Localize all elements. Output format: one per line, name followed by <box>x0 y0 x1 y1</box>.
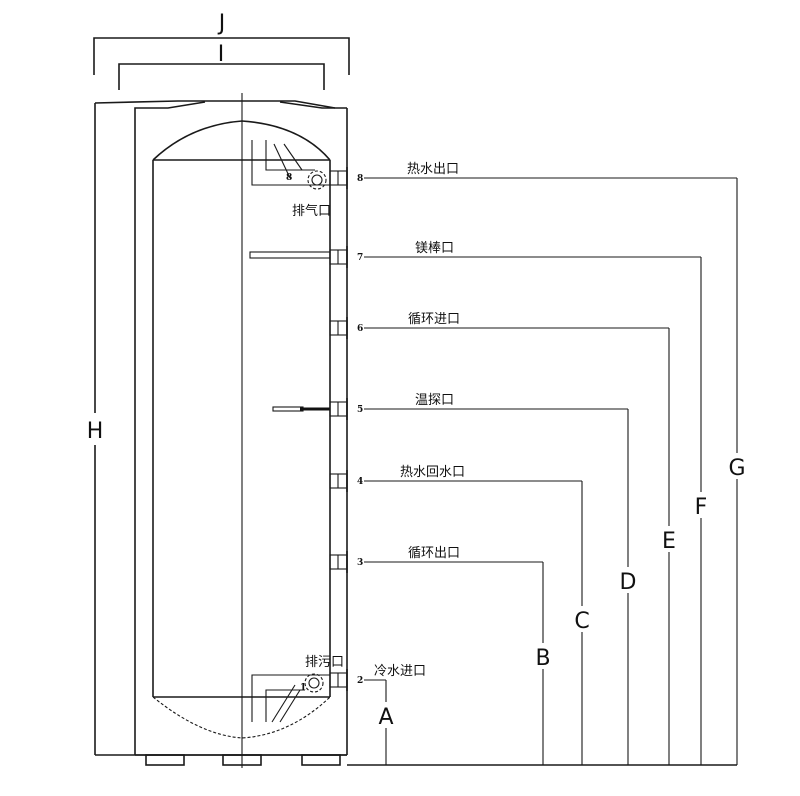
port-label-4: 热水回水口 <box>400 465 465 480</box>
nozzle-4 <box>329 470 348 492</box>
dimension-label-b: B <box>535 646 550 671</box>
port-number-4: 4 <box>357 477 363 487</box>
dimension-label-i: I <box>218 42 225 67</box>
dimension-label-g: G <box>728 456 745 481</box>
nozzle-5 <box>329 398 348 420</box>
dimension-f: F <box>695 257 708 765</box>
dimension-label-h: H <box>87 419 104 444</box>
dimension-j-bracket: J <box>93 11 350 75</box>
dimension-b: B <box>535 562 551 765</box>
svg-text:8: 8 <box>286 173 292 183</box>
dimension-h-line: H <box>87 103 104 755</box>
dimension-i-bracket: I <box>118 42 325 90</box>
dimension-label-j: J <box>217 11 226 36</box>
dimension-label-f: F <box>695 495 708 520</box>
dimension-a: A <box>378 680 394 765</box>
drain-label: 排污口 <box>305 655 344 670</box>
drain-assembly: 1 排污口 <box>251 655 344 723</box>
port-label-7: 镁棒口 <box>415 241 454 256</box>
nozzle-8 <box>329 167 348 189</box>
dimension-g: G <box>728 178 746 765</box>
magnesium-rod <box>249 251 331 259</box>
nozzle-6 <box>329 317 348 339</box>
svg-text:1: 1 <box>300 683 306 693</box>
dimension-label-a: A <box>378 705 393 730</box>
port-number-3: 3 <box>357 558 363 568</box>
port-label-3: 循环出口 <box>408 546 460 561</box>
port-number-5: 5 <box>357 405 363 415</box>
nozzle-2 <box>329 669 348 691</box>
tank-feet <box>145 754 341 766</box>
port-label-8: 热水出口 <box>407 162 459 177</box>
vent-label: 排气口 <box>292 203 331 219</box>
temperature-probe <box>272 406 330 412</box>
nozzle-3 <box>329 551 348 573</box>
port-leaders: 2 冷水进口 3 循环出口 4 热水回水口 5 温探口 6 循环进口 7 镁棒口 8 热水出口 <box>357 162 737 686</box>
dimension-label-d: D <box>620 570 637 595</box>
dimension-d: D <box>620 409 637 765</box>
port-number-2: 2 <box>357 676 363 686</box>
port-number-8: 8 <box>357 174 363 184</box>
vent-assembly: 8 排气口 <box>251 140 331 219</box>
port-nozzles <box>329 167 348 691</box>
port-number-6: 6 <box>357 324 363 334</box>
dimension-c: C <box>574 481 590 765</box>
nozzle-7 <box>329 246 348 268</box>
port-number-7: 7 <box>357 253 363 263</box>
port-label-6: 循环进口 <box>408 312 460 327</box>
port-label-2: 冷水进口 <box>374 664 426 679</box>
dimension-label-e: E <box>662 529 676 554</box>
dimension-e: E <box>662 328 676 765</box>
dimension-label-c: C <box>574 609 589 634</box>
port-label-5: 温探口 <box>415 393 454 408</box>
